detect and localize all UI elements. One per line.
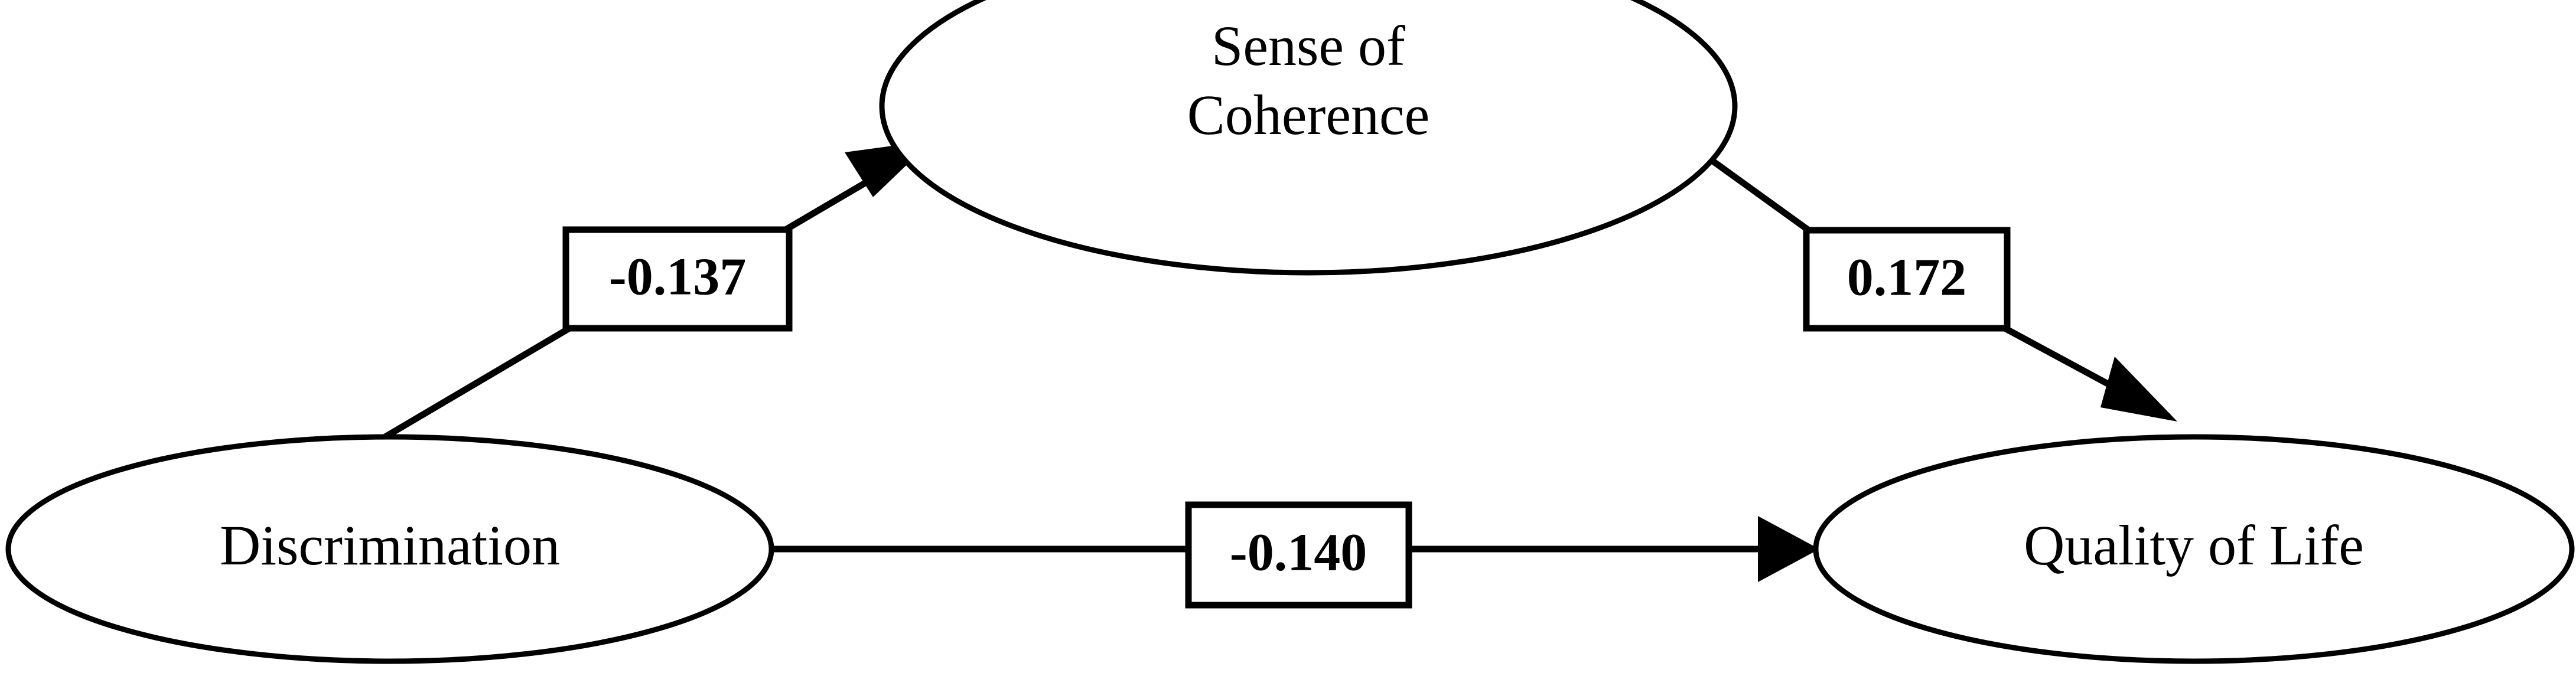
node-sense-of-coherence-label-line1: Sense of [1212, 14, 1405, 77]
coefficient-box-shape-1 [562, 226, 793, 332]
node-discrimination-shape [5, 434, 774, 664]
coefficient-box-discrimination-to-sense-of-coherence[interactable]: -0.137 [562, 226, 793, 332]
node-quality-of-life-label: Quality of Life [2024, 514, 2364, 577]
edge-discrimination-to-quality-of-life[interactable] [768, 516, 1819, 582]
node-quality-of-life-shape [1813, 434, 2575, 664]
coefficient-box-discrimination-to-quality-of-life[interactable]: -0.140 [1185, 501, 1412, 609]
coefficient-box-shape-2 [1803, 227, 2011, 332]
arrowhead-into-quality-of-life [2100, 357, 2177, 422]
node-sense-of-coherence-label-line2: Coherence [1187, 83, 1429, 146]
coefficient-label-3: -0.140 [1230, 524, 1367, 582]
coefficient-label-1: -0.137 [609, 248, 746, 306]
node-discrimination-label: Discrimination [220, 514, 560, 577]
arrowhead-into-quality-of-life-direct [1758, 516, 1819, 582]
node-quality-of-life[interactable]: Quality of Life [1813, 434, 2575, 664]
edge-sense-of-coherence-to-quality-of-life[interactable] [1692, 145, 2177, 422]
coefficient-box-shape-3 [1185, 501, 1412, 609]
node-sense-of-coherence[interactable]: Sense of Coherence [879, 0, 1738, 276]
coefficient-label-2: 0.172 [1847, 249, 1967, 307]
coefficient-box-sense-of-coherence-to-quality-of-life[interactable]: 0.172 [1803, 227, 2011, 332]
node-discrimination[interactable]: Discrimination [5, 434, 774, 664]
node-sense-of-coherence-shape [879, 0, 1738, 276]
